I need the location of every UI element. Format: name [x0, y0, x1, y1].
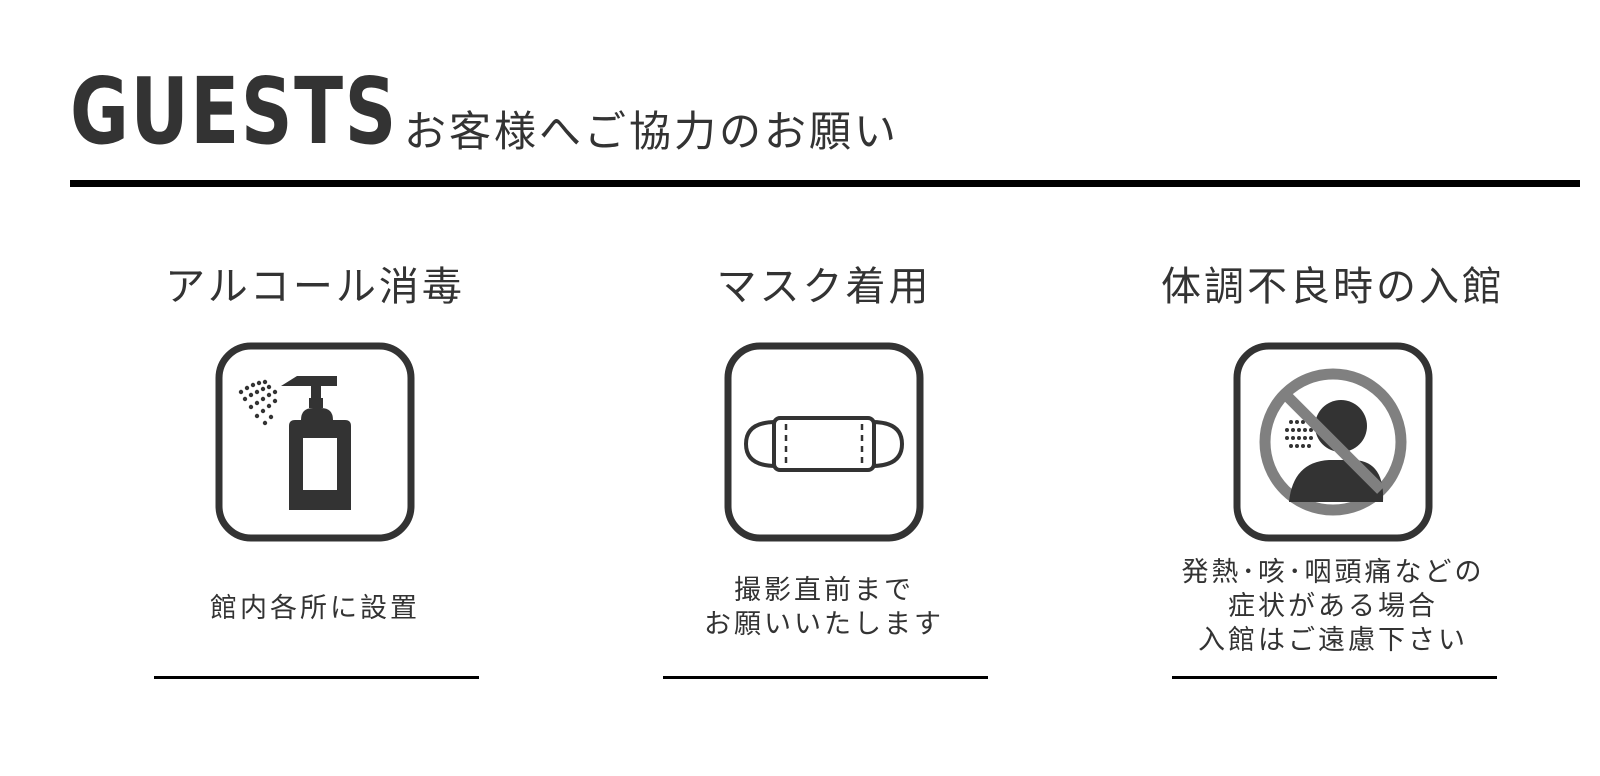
- description-line: 症状がある場合: [1228, 591, 1438, 622]
- no-sick-person-icon: [1233, 342, 1433, 542]
- description-line: 館内各所に設置: [210, 593, 420, 624]
- face-mask-icon: [724, 342, 924, 542]
- panel-title: 体調不良時の入館: [1161, 264, 1505, 310]
- spray-bottle-icon: [215, 342, 415, 542]
- panel-description: 館内各所に設置: [95, 592, 535, 626]
- header-divider: [70, 180, 1580, 187]
- description-line: 撮影直前まで: [734, 575, 914, 606]
- page-title: GUESTS: [70, 58, 398, 165]
- description-line: お願いいたします: [704, 609, 944, 640]
- panel-description: 発熱･咳･咽頭痛などの 症状がある場合 入館はご遠慮下さい: [1113, 556, 1553, 658]
- description-line: 発熱･咳･咽頭痛などの: [1181, 557, 1485, 588]
- panel-title: アルコール消毒: [165, 264, 465, 310]
- header: GUESTS お客様へご協力のお願い: [70, 62, 1580, 190]
- panel-divider: [663, 676, 988, 679]
- panel-unwell-entry: 体調不良時の入館 発熱･咳･咽頭痛などの 症状がある場合 入館はご遠慮下さい: [1113, 250, 1553, 690]
- page-subtitle: お客様へご協力のお願い: [404, 107, 900, 156]
- panel-mask: マスク着用 撮影直前まで お願いいたします: [604, 250, 1044, 690]
- panel-description: 撮影直前まで お願いいたします: [604, 574, 1044, 642]
- panel-title: マスク着用: [716, 264, 932, 310]
- panel-alcohol: アルコール消毒 館内各所に設置: [95, 250, 535, 690]
- description-line: 入館はご遠慮下さい: [1198, 625, 1468, 656]
- panel-divider: [154, 676, 479, 679]
- panel-divider: [1172, 676, 1497, 679]
